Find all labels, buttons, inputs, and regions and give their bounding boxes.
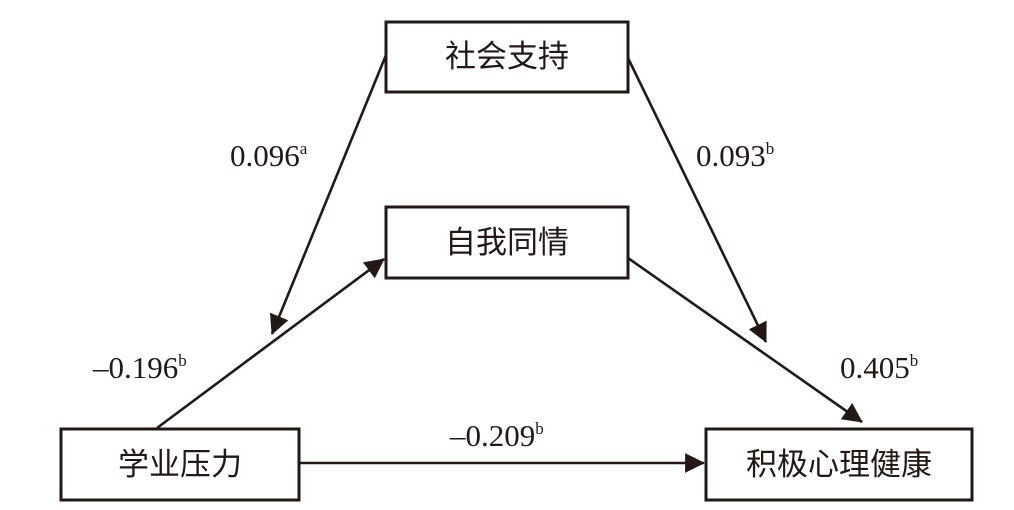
- node-label: 积极心理健康: [746, 447, 932, 483]
- coef-social-to-path: 0.096a: [230, 138, 308, 173]
- node-self-compassion: 自我同情: [384, 205, 630, 280]
- coef-stress-to-outcome: –0.209b: [449, 418, 544, 453]
- arrow-social-to-stress-path: [269, 54, 388, 335]
- node-positive-mental-health: 积极心理健康: [704, 427, 974, 502]
- node-academic-stress: 学业压力: [59, 427, 301, 502]
- node-label: 自我同情: [445, 225, 569, 261]
- node-label: 学业压力: [118, 447, 242, 483]
- node-social-support: 社会支持: [384, 20, 630, 94]
- node-label: 社会支持: [445, 39, 569, 75]
- arrow-social-to-outcome-path: [626, 57, 768, 343]
- coef-compassion-to-outcome: 0.405b: [840, 350, 918, 385]
- coef-stress-to-compassion: –0.196b: [92, 350, 187, 385]
- arrow-compassion-to-outcome: [627, 256, 863, 424]
- coef-social-to-outcome: 0.093b: [696, 138, 774, 173]
- arrow-stress-to-compassion: [156, 257, 385, 430]
